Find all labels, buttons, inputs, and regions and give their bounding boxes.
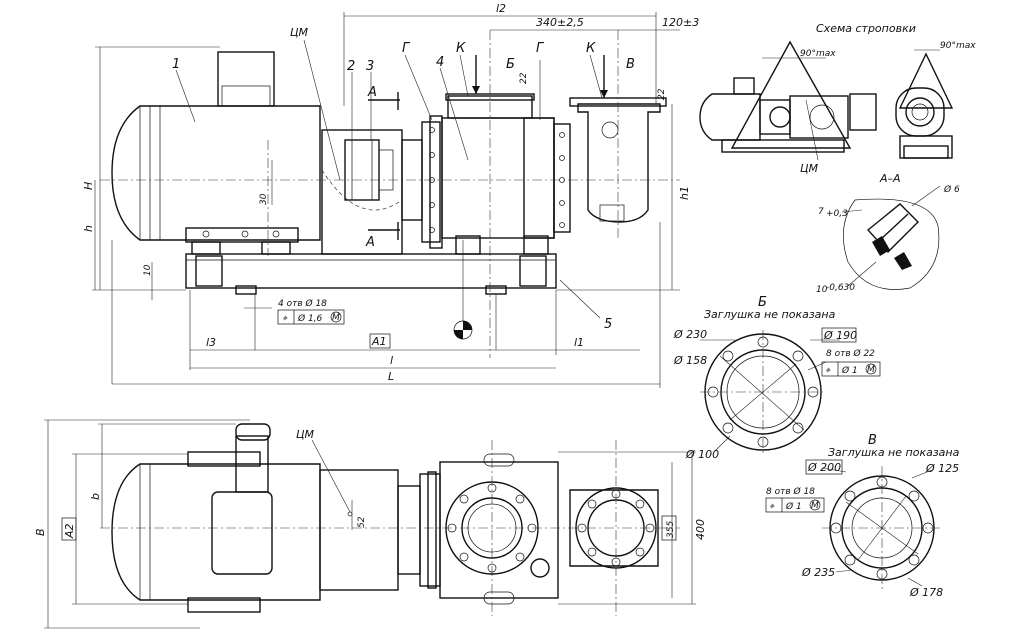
dim-b: b <box>89 493 102 500</box>
callout-K2: К <box>586 41 596 56</box>
top-dimensions <box>44 419 696 629</box>
callout-G2: Г <box>536 41 545 56</box>
motor-top <box>111 463 321 601</box>
section-A-bottom: А <box>365 235 375 250</box>
callout-B1: Б <box>506 57 515 72</box>
section-d6: Ø 6 <box>943 184 960 195</box>
dim-A1: A1 <box>371 335 387 348</box>
dim-A2: A2 <box>63 523 76 539</box>
flange-b-sym: ⌖ <box>825 366 831 376</box>
callout-2: 2 <box>347 59 355 74</box>
dim-10: 10 <box>143 264 153 276</box>
front-dimensions <box>92 12 680 388</box>
callout-K1: К <box>456 41 466 56</box>
flange-v-d200: Ø 200 <box>807 461 841 474</box>
flange-b-note: Заглушка не показана <box>704 308 836 321</box>
dim-H: H <box>82 182 95 190</box>
dim-l: l <box>390 354 393 367</box>
dim-h: h <box>82 225 95 232</box>
flange-v-letter: В <box>868 433 877 448</box>
callout-1: 1 <box>172 57 180 72</box>
sling-angle-1: 90°max <box>800 49 836 59</box>
flange-v: В Заглушка не показана Ø 200 Ø 125 Ø 235… <box>765 433 960 599</box>
section-title: А–А <box>879 172 901 185</box>
center-mass-symbol <box>453 320 473 340</box>
dim-l3: l3 <box>206 336 216 349</box>
dim-340: 340±2,5 <box>536 16 584 29</box>
dim-h1: h1 <box>678 186 691 200</box>
callout-CM3: ЦМ <box>800 162 819 175</box>
dim-l1: l1 <box>574 336 584 349</box>
flange-b-mod: M <box>867 365 875 375</box>
section-d10: 10 <box>816 285 828 295</box>
sling-angle-2: 90°max <box>940 41 976 51</box>
top-view <box>100 423 680 616</box>
flange-b-letter: Б <box>758 295 767 310</box>
holes-main-sym: ⌖ <box>282 314 288 324</box>
callout-4: 4 <box>436 55 444 70</box>
holes-main-mod: M <box>332 313 340 323</box>
callout-CM1: ЦМ <box>290 26 309 39</box>
flange-b-holes: 8 отв Ø 22 <box>826 348 875 359</box>
dim-L: L <box>388 370 394 383</box>
section-d7-tol: +0,3 <box>826 209 848 219</box>
section-d7: 7 <box>818 207 824 217</box>
section-d10-tol: -0,630 <box>826 283 855 293</box>
section-aa: А–А 7 +0,3 Ø 6 10 -0,630 <box>816 172 960 295</box>
sling-title: Схема строповки <box>816 22 916 35</box>
dim-l2: l2 <box>496 2 506 15</box>
base-frame <box>185 253 557 289</box>
callout-5: 5 <box>604 317 612 332</box>
sling-scheme: Схема строповки 90°max 90°max ЦМ <box>699 22 976 175</box>
flange-v-d125: Ø 125 <box>925 462 959 475</box>
flange-v-sym: ⌖ <box>769 502 775 512</box>
flange-v-note: Заглушка не показана <box>828 446 960 459</box>
motor-body <box>111 105 321 241</box>
terminal-box <box>217 51 275 107</box>
flange-b-d190: Ø 190 <box>823 329 857 342</box>
flange-b-tol: Ø 1 <box>841 365 858 376</box>
top-labels: B A2 b 52 355 400 ЦМ <box>34 428 707 541</box>
dim-30: 30 <box>259 193 269 205</box>
dim-355: 355 <box>666 521 676 538</box>
callout-V1: В <box>626 57 635 72</box>
flange-b: Б Заглушка не показана Ø 230 Ø 190 Ø 158… <box>673 295 881 461</box>
flange-v-tol: Ø 1 <box>785 501 802 512</box>
dim-400: 400 <box>694 519 707 540</box>
dim-22b: 22 <box>657 88 667 100</box>
callout-CM2: ЦМ <box>296 428 315 441</box>
callout-G1: Г <box>402 41 411 56</box>
flange-b-d100: Ø 100 <box>685 448 719 461</box>
front-labels: l2 340±2,5 120±3 22 22 H h h1 10 30 l3 A… <box>82 2 699 383</box>
dim-120: 120±3 <box>662 16 699 29</box>
flange-v-mod: M <box>811 501 819 511</box>
flange-v-d235: Ø 235 <box>801 566 835 579</box>
section-A-top: А <box>367 85 377 100</box>
flange-v-d178: Ø 178 <box>909 586 943 599</box>
flange-b-d230: Ø 230 <box>673 328 707 341</box>
front-view <box>100 30 680 358</box>
dim-B: B <box>34 528 47 536</box>
flange-b-d158: Ø 158 <box>673 354 707 367</box>
coupling-guard <box>321 129 403 255</box>
dim-52: 52 <box>357 516 367 528</box>
flange-v-holes: 8 отв Ø 18 <box>766 486 815 497</box>
dim-22a: 22 <box>519 72 529 84</box>
pump-outlet <box>577 103 661 223</box>
holes-main: 4 отв Ø 18 <box>278 298 327 309</box>
pump-body <box>441 117 555 239</box>
holes-main-tol: Ø 1,6 <box>297 313 323 324</box>
callout-3: 3 <box>366 59 374 74</box>
